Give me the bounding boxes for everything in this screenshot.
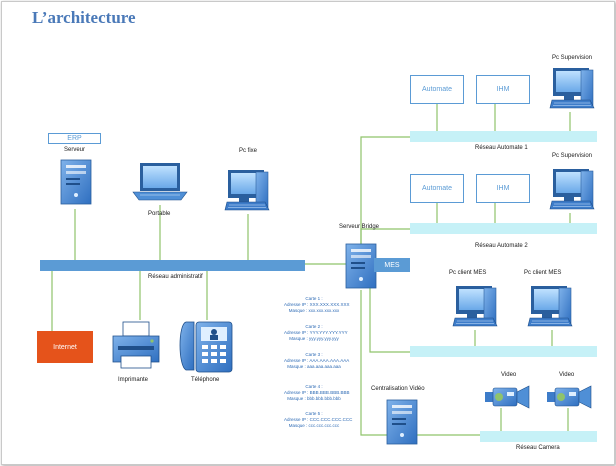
card-1-ip: Adresse IP : XXX.XXX.XXX.XXX bbox=[284, 302, 350, 307]
card-2-ip: Adresse IP : YYY.YYY.YYY.YYY bbox=[284, 330, 348, 335]
pc-client-mes-1-icon bbox=[452, 285, 498, 327]
serveur-bridge-label: Serveur Bridge bbox=[339, 224, 380, 230]
pc-fixe-label: Pc fixe bbox=[239, 148, 258, 154]
card-3-ip: Adresse IP : AAA.AAA.AAA.AAA bbox=[284, 358, 350, 363]
pc-client-mes-1-label: Pc client MES bbox=[449, 270, 487, 276]
link-lines bbox=[51, 104, 571, 436]
card-5-config: Carte 5 : Adresse IP : CCC.CCC.CCC.CCC M… bbox=[284, 411, 353, 429]
printer-icon bbox=[112, 321, 160, 369]
pc-fixe-icon bbox=[224, 169, 270, 211]
bridge-server-icon bbox=[345, 243, 377, 289]
reseau-automate-1-label: Réseau Automate 1 bbox=[475, 145, 528, 151]
card-5-ip: Adresse IP : CCC.CCC.CCC.CCC bbox=[284, 417, 353, 422]
erp-box: ERP bbox=[48, 133, 101, 144]
reseau-camera-label: Réseau Camera bbox=[516, 445, 560, 451]
internet-box: Internet bbox=[37, 331, 93, 363]
telephone-label: Téléphone bbox=[191, 377, 220, 383]
camera-2-icon bbox=[546, 385, 592, 409]
video-server-icon bbox=[386, 399, 418, 445]
pc-supervision-2-label: Pc Supervision bbox=[552, 153, 593, 159]
card-3-title: Carte 3 : bbox=[305, 352, 323, 357]
camera-network-bar bbox=[480, 431, 597, 442]
page-title: L’architecture bbox=[32, 8, 136, 27]
pc-supervision-2-icon bbox=[549, 168, 595, 210]
serveur-label: Serveur bbox=[64, 147, 86, 153]
automate-2-box: Automate bbox=[410, 174, 464, 203]
imprimante-label: Imprimante bbox=[118, 377, 149, 383]
video-2-label: Video bbox=[559, 372, 575, 378]
card-4-ip: Adresse IP : BBB.BBB.BBB.BBB bbox=[284, 390, 350, 395]
pc-client-mes-2-label: Pc client MES bbox=[524, 270, 562, 276]
card-5-mask: Masque : ccc.ccc.ccc.ccc bbox=[288, 423, 340, 428]
centralisation-video-label: Centralisation Vidéo bbox=[371, 386, 425, 392]
card-4-mask: Masque : bbb.bbb.bbb.bbb bbox=[287, 396, 341, 401]
erp-server-icon bbox=[60, 159, 92, 205]
card-2-title: Carte 2 : bbox=[305, 324, 323, 329]
telephone-icon bbox=[179, 321, 233, 373]
card-3-mask: Masque : aaa.aaa.aaa.aaa bbox=[287, 364, 341, 369]
reseau-admin-label: Réseau administratif bbox=[148, 274, 203, 280]
card-2-mask: Masque : yyy.yyy.yyy.yyy bbox=[289, 336, 339, 341]
pc-client-mes-2-icon bbox=[527, 285, 573, 327]
mes-label: MES bbox=[374, 258, 410, 272]
laptop-icon bbox=[132, 163, 188, 201]
mes-client-network-bar bbox=[410, 346, 597, 357]
card-4-title: Carte 4 : bbox=[305, 384, 323, 389]
portable-label: Portable bbox=[148, 211, 171, 217]
card-3-config: Carte 3 : Adresse IP : AAA.AAA.AAA.AAA M… bbox=[284, 352, 350, 370]
reseau-automate-2-label: Réseau Automate 2 bbox=[475, 243, 528, 249]
card-4-config: Carte 4 : Adresse IP : BBB.BBB.BBB.BBB M… bbox=[284, 384, 350, 402]
admin-network-bar bbox=[40, 260, 305, 271]
camera-1-icon bbox=[484, 385, 530, 409]
video-1-label: Video bbox=[501, 372, 517, 378]
card-1-mask: Masque : xxx.xxx.xxx.xxx bbox=[288, 308, 340, 313]
automate-1-network-bar bbox=[410, 131, 597, 142]
ihm-1-box: IHM bbox=[476, 75, 530, 104]
ihm-2-box: IHM bbox=[476, 174, 530, 203]
card-5-title: Carte 5 : bbox=[305, 411, 323, 416]
card-2-config: Carte 2 : Adresse IP : YYY.YYY.YYY.YYY M… bbox=[284, 324, 348, 342]
pc-supervision-1-icon bbox=[549, 67, 595, 109]
card-1-config: Carte 1 : Adresse IP : XXX.XXX.XXX.XXX M… bbox=[284, 296, 350, 314]
pc-supervision-1-label: Pc Supervision bbox=[552, 55, 593, 61]
automate-2-network-bar bbox=[410, 223, 597, 234]
automate-1-box: Automate bbox=[410, 75, 464, 104]
card-1-title: Carte 1 : bbox=[305, 296, 323, 301]
